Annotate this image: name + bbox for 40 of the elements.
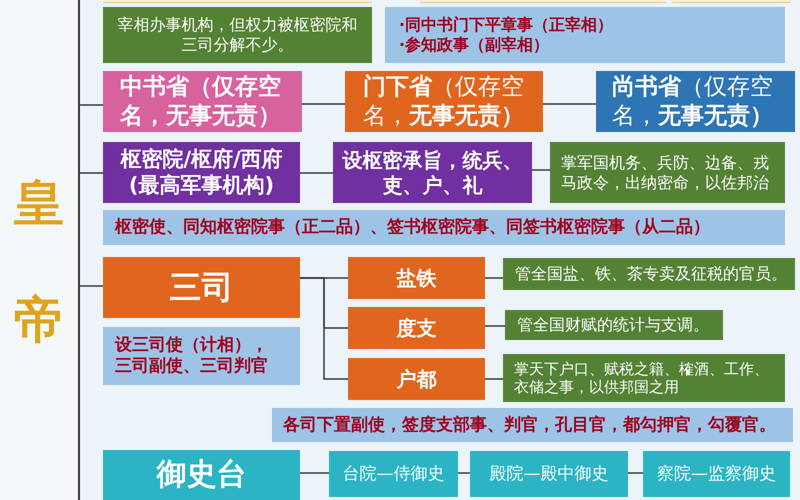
office-box: 户都 bbox=[348, 358, 485, 400]
bullet-text: ·参知政事（副宰相） bbox=[399, 35, 550, 55]
office-box: 尚书省（仅存空名，无事无责） bbox=[596, 71, 795, 132]
office-box: 察院—监察御史 bbox=[643, 451, 790, 497]
office-box: 殿院—殿中御史 bbox=[470, 451, 628, 497]
office-box: 枢密院/枢府/西府(最高军事机构) bbox=[103, 142, 300, 203]
connector-line bbox=[300, 277, 348, 380]
connector-line bbox=[628, 472, 643, 474]
connector-line bbox=[543, 103, 596, 105]
vertical-title: 皇帝 bbox=[14, 173, 64, 351]
office-box: 御史台 bbox=[103, 450, 300, 500]
side-panel bbox=[0, 0, 80, 500]
office-box: 三司 bbox=[103, 257, 300, 318]
description-box: 掌军国机务、兵防、边备、戎马政令，出纳密命，以佐邦治 bbox=[550, 142, 785, 203]
description-box: 管全国盐、铁、茶专卖及征税的官员。 bbox=[503, 258, 795, 290]
office-box: 中书省（仅存空名，无事无责） bbox=[103, 71, 302, 132]
note-box: 设三司使（计相），三司副使、三司判官 bbox=[103, 327, 300, 385]
description-box: 宰相办事机构，但权力被枢密院和三司分解不少。 bbox=[103, 7, 372, 63]
connector-line bbox=[532, 169, 550, 171]
office-box: 设枢密承旨，统兵、吏、户、礼 bbox=[333, 142, 532, 203]
connector-line bbox=[300, 472, 329, 474]
office-box: 门下省（仅存空名，无事无责） bbox=[345, 71, 543, 132]
connector-line bbox=[485, 378, 503, 380]
office-box: 台院—侍御史 bbox=[329, 451, 458, 497]
connector-line bbox=[302, 103, 345, 105]
connector-line bbox=[458, 472, 470, 474]
connector-line bbox=[80, 104, 103, 106]
note-box: 各司下置副使，签度支部事、判官，孔目官，都勾押官，勾覆官。 bbox=[272, 408, 793, 442]
note-box: 枢密使、同知枢密院事（正二品）、签书枢密院事、同签书枢密院事（从二品） bbox=[103, 210, 785, 245]
description-box: 掌天下户口、赋税之籍、榷酒、工作、衣储之事，以供邦国之用 bbox=[503, 354, 785, 402]
connector-line bbox=[485, 277, 503, 279]
office-box: 度支 bbox=[348, 307, 485, 349]
description-box: 管全国财赋的统计与支调。 bbox=[505, 310, 723, 340]
note-box bbox=[385, 7, 785, 63]
connector-line bbox=[80, 285, 103, 287]
connector-line bbox=[80, 172, 103, 174]
connector-line bbox=[300, 172, 333, 174]
bullet-text: ·同中书门下平章事（正宰相） bbox=[399, 15, 614, 35]
connector-line bbox=[485, 325, 505, 327]
office-box: 盐铁 bbox=[348, 257, 485, 299]
